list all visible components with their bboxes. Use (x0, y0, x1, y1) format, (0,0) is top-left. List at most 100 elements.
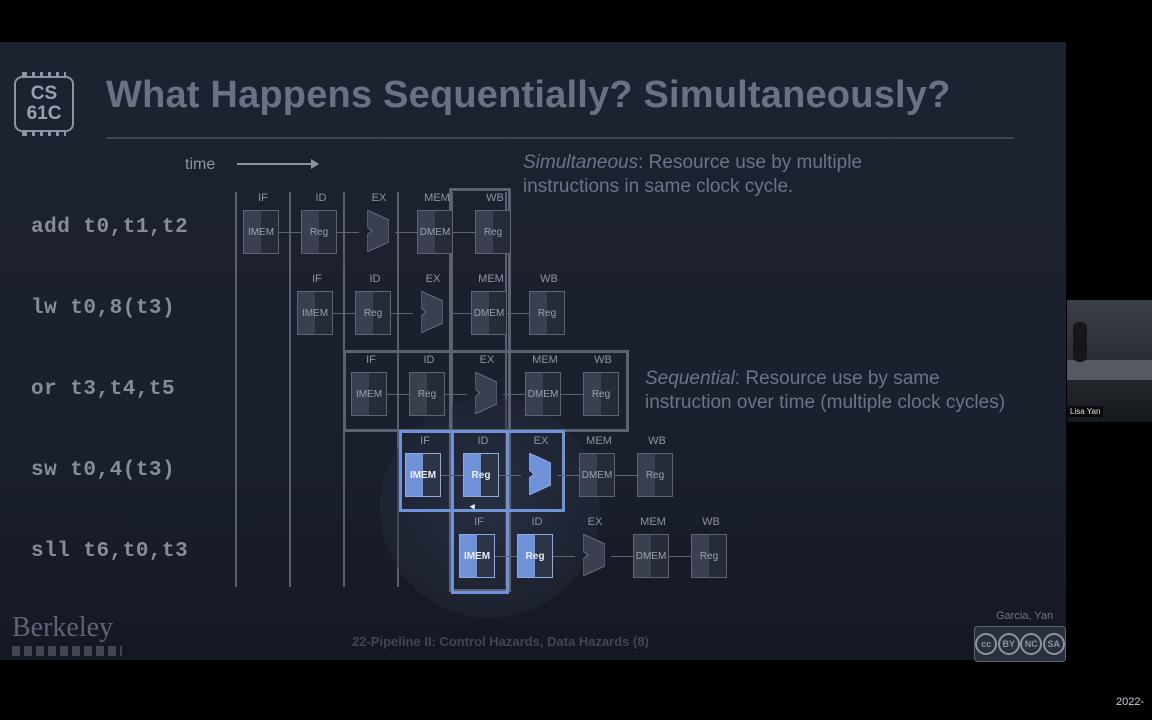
datapath-wire (453, 232, 475, 233)
stage-label-if: IF (474, 516, 484, 528)
datapath-wire (449, 313, 471, 314)
reg-block: Reg (463, 453, 499, 497)
cc-icon: cc (975, 633, 998, 655)
datapath-wire (333, 313, 355, 314)
slide-footer: 22-Pipeline II: Control Hazards, Data Ha… (352, 634, 649, 649)
stage-label-id: ID (477, 435, 489, 447)
datapath-wire (557, 475, 579, 476)
datapath-wire (337, 232, 359, 233)
datapath-wire (499, 475, 521, 476)
dmem-block: DMEM (471, 291, 507, 335)
datapath-wire (279, 232, 301, 233)
dmem-block: DMEM (525, 372, 561, 416)
stage-label-id: ID (423, 354, 435, 366)
datapath-wire (387, 394, 409, 395)
stage-label-wb: WB (486, 192, 504, 204)
creative-commons-badge: cc BY NC SA (974, 626, 1066, 662)
imem-block: IMEM (243, 210, 279, 254)
cycle-divider (505, 192, 507, 587)
time-arrow-icon (237, 159, 319, 169)
stage-label-if: IF (312, 273, 322, 285)
reg-block: Reg (301, 210, 337, 254)
alu-icon (475, 372, 497, 414)
datapath-wire (615, 475, 637, 476)
instruction-or: or t3,t4,t5 (31, 378, 176, 401)
sequential-desc: : Resource use by same (734, 368, 940, 389)
sa-icon: SA (1042, 633, 1065, 655)
datapath-wire (507, 313, 529, 314)
reg-block: Reg (583, 372, 619, 416)
video-background (1067, 360, 1152, 380)
sequential-term: Sequential (645, 368, 735, 389)
stage-label-ex: EX (371, 192, 387, 204)
reg-block: Reg (529, 291, 565, 335)
by-icon: BY (997, 633, 1020, 655)
datapath-wire (553, 556, 575, 557)
time-label: time (185, 156, 216, 173)
slide-authors: Garcia, Yan (996, 610, 1054, 622)
dmem-block: DMEM (633, 534, 669, 578)
alu-icon (529, 453, 551, 495)
reg-block: Reg (475, 210, 511, 254)
stage-label-if: IF (366, 354, 376, 366)
cycle-divider (397, 192, 399, 587)
cycle-divider (235, 192, 237, 587)
dmem-block: DMEM (417, 210, 453, 254)
reg-block: Reg (517, 534, 553, 578)
instruction-add: add t0,t1,t2 (31, 216, 189, 239)
alu-icon (421, 291, 443, 333)
datapath-wire (611, 556, 633, 557)
stage-label-mem: MEM (478, 273, 504, 285)
reg-block: Reg (355, 291, 391, 335)
spotlight-column-highlight (451, 430, 509, 594)
stage-label-mem: MEM (586, 435, 612, 447)
datapath-wire (395, 232, 417, 233)
participant-video-tile[interactable] (1067, 300, 1152, 422)
datapath-wire (495, 556, 517, 557)
instruction-lw: lw t0,8(t3) (31, 297, 176, 320)
cycle-divider (451, 192, 453, 587)
cs61c-logo: CS 61C (14, 72, 74, 136)
stage-label-id: ID (369, 273, 381, 285)
berkeley-logo-subtitle (12, 646, 122, 656)
datapath-wire (561, 394, 583, 395)
participant-silhouette (1073, 322, 1087, 362)
datapath-wire (441, 475, 463, 476)
stage-label-wb: WB (648, 435, 666, 447)
stage-label-if: IF (420, 435, 430, 447)
title-divider (106, 137, 1014, 139)
imem-block: IMEM (297, 291, 333, 335)
imem-block: IMEM (405, 453, 441, 497)
simultaneous-desc-line2: instructions in same clock cycle. (523, 176, 794, 197)
participant-name: Lisa Yan (1067, 406, 1104, 417)
simultaneous-column-box (449, 188, 511, 592)
alu-icon (583, 534, 605, 576)
nc-icon: NC (1020, 633, 1043, 655)
stage-label-wb: WB (702, 516, 720, 528)
simultaneous-term: Simultaneous (523, 152, 639, 173)
simultaneous-callout: Simultaneous: Resource use by multiple i… (523, 151, 862, 199)
reg-block: Reg (691, 534, 727, 578)
stage-label-wb: WB (594, 354, 612, 366)
stage-label-mem: MEM (424, 192, 450, 204)
sequential-callout: Sequential: Resource use by same instruc… (645, 367, 1005, 415)
stage-label-ex: EX (479, 354, 495, 366)
sequential-desc-line2: instruction over time (multiple clock cy… (645, 392, 1006, 413)
reg-block: Reg (637, 453, 673, 497)
stage-label-ex: EX (425, 273, 441, 285)
simultaneous-desc: : Resource use by multiple (638, 152, 863, 173)
logo-line1: CS (30, 83, 58, 104)
berkeley-logo: Berkeley (12, 612, 114, 643)
stage-label-id: ID (531, 516, 543, 528)
stage-label-mem: MEM (532, 354, 558, 366)
instruction-sll: sll t6,t0,t3 (31, 540, 189, 563)
imem-block: IMEM (351, 372, 387, 416)
slide-title: What Happens Sequentially? Simultaneousl… (106, 74, 951, 116)
alu-icon (367, 210, 389, 252)
stage-label-ex: EX (533, 435, 549, 447)
stage-label-id: ID (315, 192, 327, 204)
datapath-wire (503, 394, 525, 395)
datapath-wire (445, 394, 467, 395)
stage-label-wb: WB (540, 273, 558, 285)
datapath-wire (669, 556, 691, 557)
